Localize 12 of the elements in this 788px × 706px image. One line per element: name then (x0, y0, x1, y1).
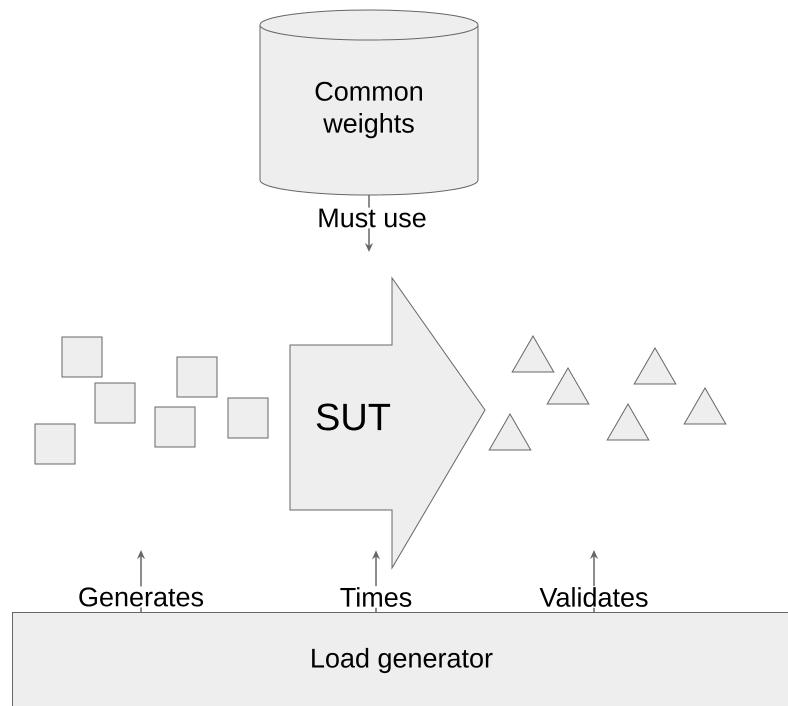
square (62, 336, 102, 378)
square (34, 424, 76, 464)
edge-label: Must use (316, 208, 428, 228)
edge-label: Generates (76, 586, 206, 608)
edge-label: Times (338, 586, 414, 608)
square (176, 356, 218, 398)
process-box: Load generator (12, 612, 788, 706)
square (228, 398, 268, 438)
edge-label: Validates (538, 586, 650, 608)
square (154, 406, 196, 448)
square (94, 382, 136, 424)
database-cylinder: Common weights (260, 10, 478, 196)
